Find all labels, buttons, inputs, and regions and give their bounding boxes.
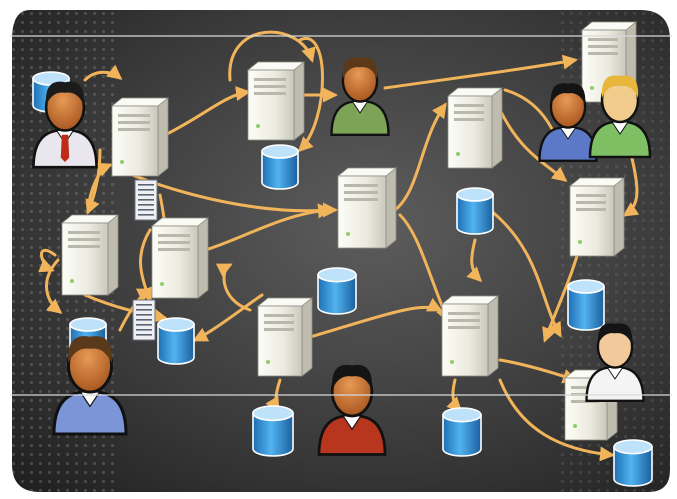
connector — [466, 238, 483, 283]
person — [585, 323, 645, 402]
server — [446, 87, 504, 169]
database — [317, 267, 357, 315]
server — [256, 297, 314, 377]
database — [567, 279, 605, 331]
connector — [85, 148, 102, 215]
connector — [228, 30, 316, 82]
server — [568, 177, 626, 257]
server — [110, 97, 170, 177]
connector — [192, 293, 264, 342]
person — [538, 83, 598, 162]
person — [52, 336, 128, 436]
database — [442, 407, 482, 457]
connector — [498, 108, 568, 182]
connector — [86, 162, 113, 212]
connector — [163, 86, 251, 137]
connector — [83, 64, 123, 82]
person — [32, 81, 98, 169]
connector — [118, 168, 333, 219]
connector — [215, 263, 252, 312]
connector — [298, 297, 443, 342]
person — [588, 75, 652, 159]
database — [456, 187, 494, 235]
connector — [622, 148, 640, 217]
servers-group — [60, 21, 638, 441]
frame-border — [8, 6, 674, 496]
person — [317, 364, 387, 456]
database — [613, 439, 653, 487]
database — [157, 317, 195, 365]
document — [134, 179, 158, 221]
connector — [383, 54, 578, 90]
connector — [38, 248, 57, 273]
connector — [297, 36, 324, 153]
server — [60, 214, 120, 296]
server — [440, 295, 500, 377]
people-group — [32, 57, 652, 456]
connector — [488, 208, 562, 338]
server — [150, 217, 210, 299]
document — [132, 299, 156, 341]
connector — [393, 102, 447, 212]
connector — [498, 378, 615, 462]
documents-group — [132, 179, 158, 341]
database — [261, 144, 299, 190]
connector — [203, 202, 338, 252]
server — [246, 61, 306, 141]
server — [336, 167, 398, 249]
database — [252, 405, 294, 457]
